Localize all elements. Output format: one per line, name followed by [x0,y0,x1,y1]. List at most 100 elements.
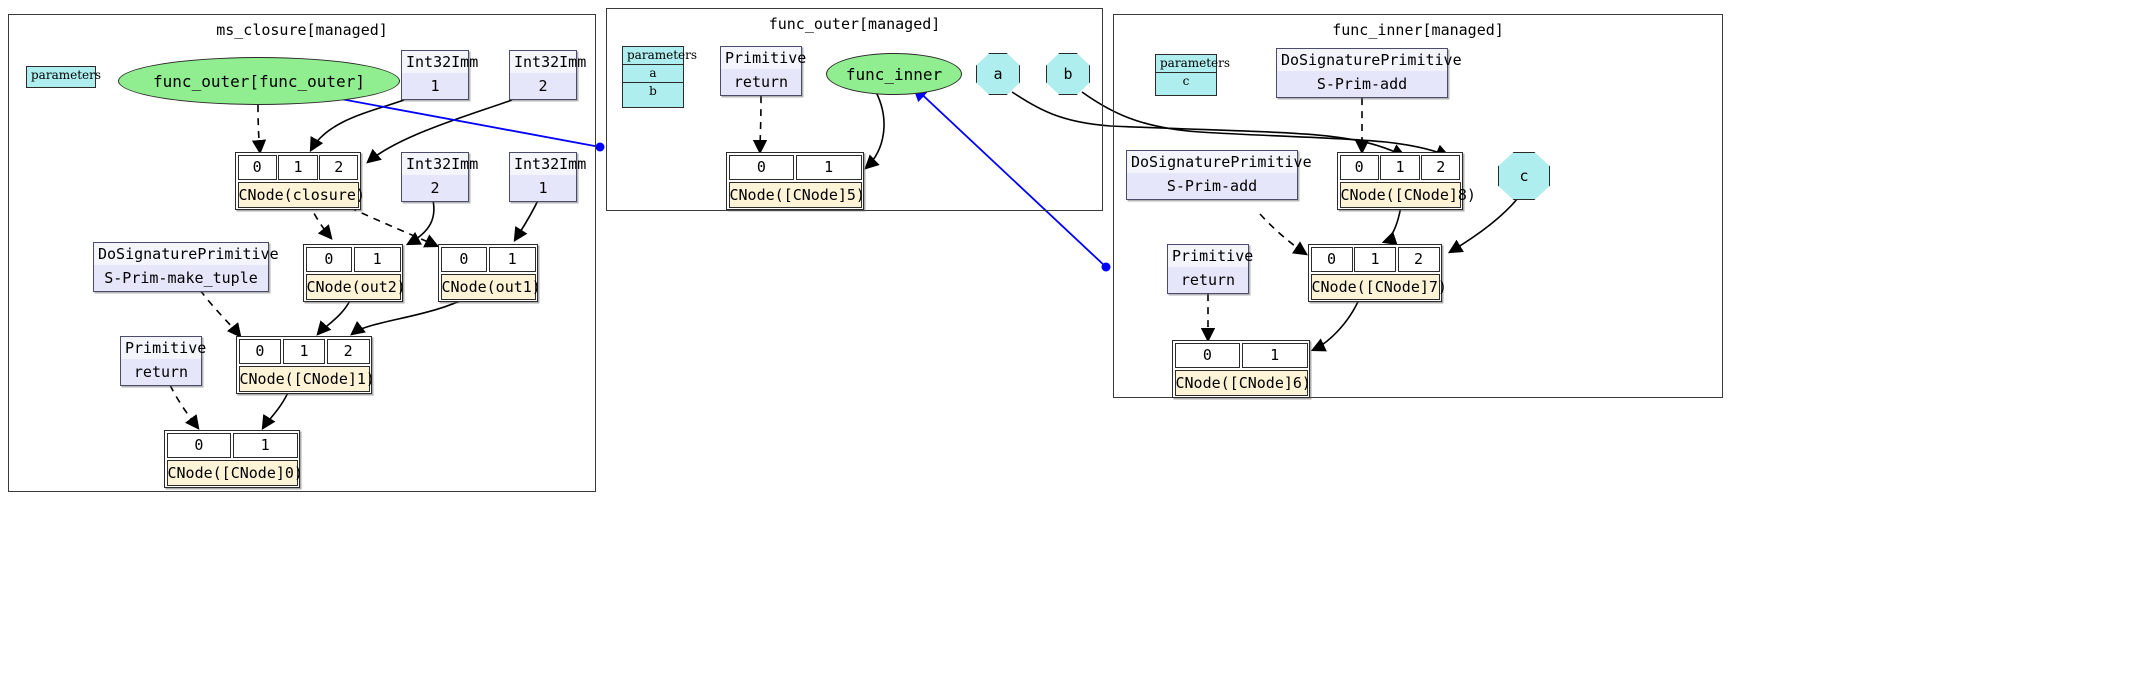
primitive-add-mid-head: DoSignaturePrimitive [1127,151,1312,174]
cnode-0-ports: 0 1 [166,432,298,458]
primitive-add-top-body: S-Prim-add [1316,75,1408,94]
cluster-func-inner: func_inner[managed] [1113,14,1723,398]
funcgraph-func-inner[interactable]: func_inner [826,53,962,95]
cnode-1-port-0[interactable]: 0 [238,338,282,364]
primitive-return-head-1: Primitive [121,337,206,360]
primitive-make-tuple-body: S-Prim-make_tuple [104,269,258,288]
cnode-5-port-1[interactable]: 1 [795,154,862,180]
parameters-table-ms-closure[interactable]: parameters [26,66,102,88]
cnode-5[interactable]: 0 1 CNode([CNode]5) [726,152,865,210]
cnode-8-port-0[interactable]: 0 [1339,154,1379,180]
funcgraph-inner-label: func_inner [845,64,943,84]
cnode-7[interactable]: 0 1 2 CNode([CNode]7) [1308,244,1447,302]
parameters-header-func-inner: parameters [1156,55,1230,73]
parameter-node-c[interactable]: c [1498,152,1550,200]
parameters-row-b: b [649,84,657,98]
parameter-node-a[interactable]: a [976,53,1020,95]
cnode-5-label: CNode([CNode]5) [728,181,865,208]
cnode-1-port-1[interactable]: 1 [282,338,326,364]
cnode-5-ports: 0 1 [728,154,862,180]
cnode-out2-port-0[interactable]: 0 [305,246,353,272]
primitive-make-tuple-head: DoSignaturePrimitive [94,243,279,266]
cnode-0-port-1[interactable]: 1 [232,432,298,458]
parameters-row-c: c [1182,74,1190,88]
cnode-7-label: CNode([CNode]7) [1310,273,1447,300]
parameter-a-label: a [993,65,1003,83]
int32imm-1-value: 1 [430,77,440,96]
primitive-add-mid[interactable]: DoSignaturePrimitive S-Prim-add [1126,150,1312,200]
cnode-7-port-2[interactable]: 2 [1397,246,1440,272]
cnode-0[interactable]: 0 1 CNode([CNode]0) [164,430,303,488]
cnode-closure-port-1[interactable]: 1 [278,154,318,180]
int32imm-4[interactable]: Int32Imm 1 [509,152,586,202]
cnode-out1-label: CNode(out1) [440,273,541,300]
cnode-1-port-2[interactable]: 2 [326,338,370,364]
parameters-header: parameters [31,68,102,82]
cnode-closure-label: CNode(closure) [237,181,365,208]
cnode-6-label: CNode([CNode]6) [1174,369,1311,396]
int32imm-4-value: 1 [538,179,548,198]
int32imm-2-type: Int32Imm [510,51,586,74]
parameters-header-func-outer: parameters [623,47,697,65]
int32imm-4-type: Int32Imm [510,153,586,176]
cnode-0-port-0[interactable]: 0 [166,432,232,458]
cnode-out2-ports: 0 1 [305,246,401,272]
primitive-return-body-3: return [1180,271,1236,290]
cluster-func-outer: func_outer[managed] [606,8,1103,211]
cnode-6-port-1[interactable]: 1 [1241,342,1308,368]
cnode-0-label: CNode([CNode]0) [166,459,303,486]
cnode-8-label: CNode([CNode]8) [1339,181,1476,208]
cnode-closure-ports: 0 1 2 [237,154,359,180]
int32imm-2-value: 2 [538,77,548,96]
parameter-b-label: b [1063,65,1073,83]
primitive-return-func-outer[interactable]: Primitive return [720,46,806,96]
cnode-closure[interactable]: 0 1 2 CNode(closure) [235,152,365,210]
primitive-add-top[interactable]: DoSignaturePrimitive S-Prim-add [1276,48,1462,98]
cnode-closure-port-2[interactable]: 2 [319,154,359,180]
parameters-table-func-outer[interactable]: parameters a b [622,46,697,108]
cluster-title-func-outer: func_outer[managed] [768,15,941,33]
cnode-7-ports: 0 1 2 [1310,246,1440,272]
int32imm-3[interactable]: Int32Imm 2 [401,152,478,202]
cnode-out1[interactable]: 0 1 CNode(out1) [438,244,541,302]
cnode-6-ports: 0 1 [1174,342,1308,368]
cluster-title-ms-closure: ms_closure[managed] [216,21,388,39]
cnode-1-ports: 0 1 2 [238,338,370,364]
primitive-add-mid-body: S-Prim-add [1166,177,1258,196]
cnode-out1-port-1[interactable]: 1 [488,246,536,272]
primitive-return-head-2: Primitive [721,47,806,70]
primitive-return-body-1: return [133,363,189,382]
primitive-return-ms-closure[interactable]: Primitive return [120,336,206,386]
cnode-out1-port-0[interactable]: 0 [440,246,488,272]
cnode-6[interactable]: 0 1 CNode([CNode]6) [1172,340,1311,398]
int32imm-3-value: 2 [430,179,440,198]
primitive-return-func-inner[interactable]: Primitive return [1167,244,1253,294]
cnode-out2[interactable]: 0 1 CNode(out2) [303,244,406,302]
cnode-6-port-0[interactable]: 0 [1174,342,1241,368]
primitive-make-tuple[interactable]: DoSignaturePrimitive S-Prim-make_tuple [93,242,279,292]
int32imm-2[interactable]: Int32Imm 2 [509,50,586,100]
cnode-8-ports: 0 1 2 [1339,154,1461,180]
cnode-closure-port-0[interactable]: 0 [237,154,277,180]
cnode-5-port-0[interactable]: 0 [728,154,795,180]
primitive-add-top-head: DoSignaturePrimitive [1277,49,1462,72]
cnode-out2-port-1[interactable]: 1 [353,246,401,272]
cnode-7-port-1[interactable]: 1 [1354,246,1396,272]
cnode-8-port-2[interactable]: 2 [1421,154,1461,180]
cnode-8[interactable]: 0 1 2 CNode([CNode]8) [1337,152,1476,210]
parameter-node-b[interactable]: b [1046,53,1090,95]
int32imm-1-type: Int32Imm [402,51,478,74]
cnode-out1-ports: 0 1 [440,246,536,272]
cnode-8-port-1[interactable]: 1 [1380,154,1420,180]
int32imm-1[interactable]: Int32Imm 1 [401,50,478,100]
parameter-c-label: c [1519,167,1529,185]
parameters-table-func-inner[interactable]: parameters c [1155,54,1230,96]
funcgraph-func-outer[interactable]: func_outer[func_outer] [118,57,400,105]
cnode-1-label: CNode([CNode]1) [238,365,375,392]
cluster-ms-closure: ms_closure[managed] [8,14,596,492]
cluster-title-func-inner: func_inner[managed] [1332,21,1504,39]
cnode-1[interactable]: 0 1 2 CNode([CNode]1) [236,336,375,394]
cnode-7-port-0[interactable]: 0 [1310,246,1353,272]
int32imm-3-type: Int32Imm [402,153,478,176]
